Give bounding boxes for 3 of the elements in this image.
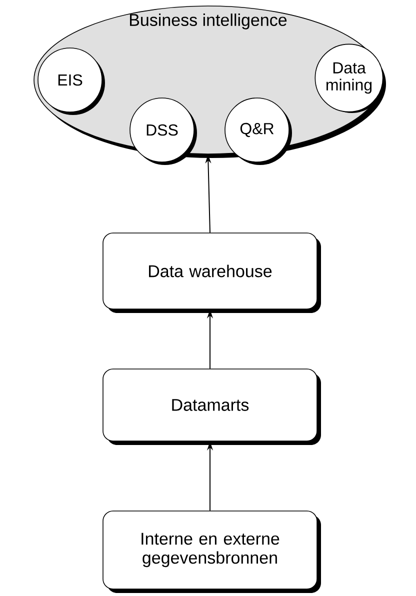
process-box: Datamarts	[102, 368, 321, 445]
process-box: Data warehouse	[102, 232, 321, 313]
process-box: Interne en externe gegevensbronnen	[102, 510, 321, 593]
